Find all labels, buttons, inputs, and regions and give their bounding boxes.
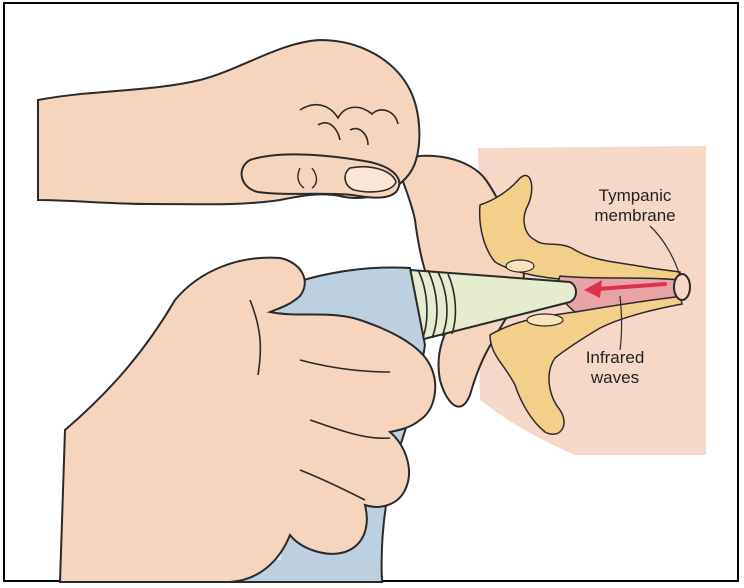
tympanic-membrane bbox=[674, 274, 690, 300]
cartilage-detail bbox=[527, 314, 563, 326]
infrared-label-line1: Infrared bbox=[560, 348, 670, 368]
infrared-waves-label: Infrared waves bbox=[560, 348, 670, 388]
infrared-label-line2: waves bbox=[560, 368, 670, 388]
tympanic-label-line2: membrane bbox=[560, 206, 710, 226]
tympanic-membrane-label: Tympanic membrane bbox=[560, 186, 710, 226]
tympanic-label-line1: Tympanic bbox=[560, 186, 710, 206]
cartilage-detail bbox=[506, 260, 534, 272]
